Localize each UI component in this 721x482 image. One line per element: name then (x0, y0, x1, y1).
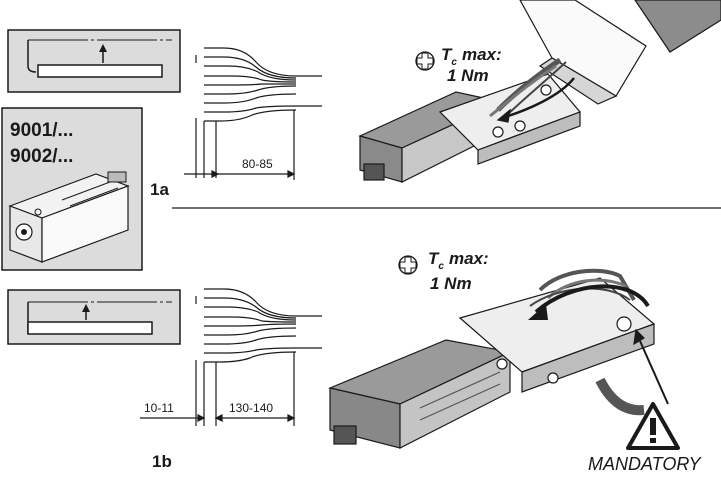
figure-label-1b: 1b (152, 452, 172, 471)
screw-torque-note-1b: Tc max: 1 Nm (398, 249, 489, 293)
torque-subscript-1b: c (438, 261, 444, 272)
strip-length-label-1a: 80-85 (242, 157, 273, 171)
torque-subscript-1a: c (451, 57, 457, 68)
end-feed-product-image (8, 171, 130, 263)
warning-triangle-icon (626, 402, 680, 450)
torque-symbol-1a: T (441, 45, 453, 64)
phillips-screw-icon (398, 255, 418, 275)
assembly-illustration-1b (328, 268, 669, 449)
wire-strip-diagram-1a (184, 47, 322, 180)
cross-section-1a (7, 29, 181, 93)
torque-max-label-1b: max: (449, 249, 489, 268)
mandatory-warning-label: MANDATORY (588, 454, 703, 474)
figure-label-1a: 1a (150, 180, 169, 199)
torque-value-1a: 1 Nm (447, 66, 489, 85)
strip-length-long-label-1b: 130-140 (229, 401, 273, 415)
phillips-screw-icon (415, 51, 435, 71)
torque-value-1b: 1 Nm (430, 274, 472, 293)
curved-arrow-icon (528, 284, 650, 320)
torque-symbol-1b: T (428, 249, 440, 268)
cross-section-1b (7, 289, 181, 345)
model-code-9001: 9001/... (10, 120, 73, 141)
arrow-up-icon (82, 304, 90, 320)
strip-length-short-label-1b: 10-11 (144, 401, 174, 415)
torque-max-label-1a: max: (462, 45, 502, 64)
model-code-9002: 9002/... (10, 146, 73, 167)
wire-strip-diagram-1b (140, 288, 322, 426)
product-panel: 9001/... 9002/... (1, 107, 143, 271)
screw-torque-note-1a: Tc max: 1 Nm (415, 45, 502, 85)
arrow-up-icon (99, 44, 107, 63)
assembly-illustration-1a (358, 0, 721, 183)
